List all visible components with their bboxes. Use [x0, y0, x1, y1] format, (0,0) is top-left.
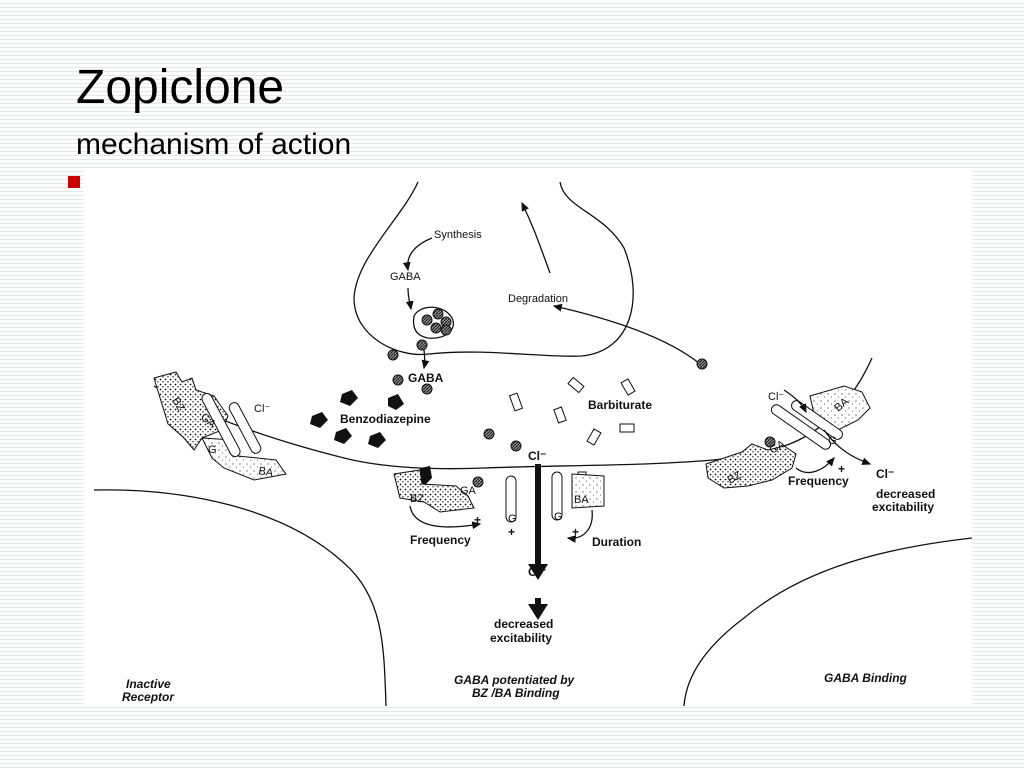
diagram-svg: Synthesis GABA Degradation GABA Benzodia… [93, 181, 972, 706]
slide-title: Zopiclone [76, 61, 285, 114]
slide-subtitle: mechanism of action [76, 128, 352, 161]
label-cleft-gaba: GABA [408, 371, 444, 385]
label-center-decreased: decreased [494, 617, 553, 631]
bullet-square-icon [68, 176, 80, 188]
label-center-bz: BZ [410, 493, 424, 505]
benzodiazepine-molecules [310, 390, 432, 486]
label-center-plus2: + [508, 525, 515, 539]
presynaptic-terminal [353, 181, 634, 357]
caption-potentiated-line1: GABA potentiated by [454, 673, 576, 687]
caption-potentiated-line2: BZ /BA Binding [472, 686, 560, 700]
label-right-excitability: excitability [872, 500, 934, 514]
label-left-ba: BA [257, 465, 274, 479]
label-right-cl-out: Cl⁻ [876, 467, 894, 481]
label-right-plus: + [838, 462, 845, 476]
label-degradation: Degradation [508, 293, 568, 305]
center-receptor [393, 464, 605, 620]
label-center-g1: G [508, 513, 517, 525]
caption-gaba-binding: GABA Binding [824, 671, 908, 685]
label-center-cl-top: Cl⁻ [528, 449, 546, 463]
label-center-ga: GA [460, 485, 477, 497]
gaba-molecules [387, 339, 776, 488]
left-cell-outline [93, 489, 387, 706]
vesicle-gaba-molecules [421, 308, 452, 336]
caption-inactive-line2: Receptor [122, 690, 175, 704]
label-center-ba: BA [574, 494, 589, 506]
label-right-g: G [828, 435, 837, 447]
reuptake-arrow [552, 303, 701, 365]
label-center-plus1: + [474, 513, 481, 527]
label-center-duration: Duration [592, 535, 641, 549]
label-center-frequency: Frequency [410, 533, 471, 547]
label-presynaptic-gaba: GABA [390, 271, 421, 283]
label-left-cl: Cl⁻ [254, 403, 270, 415]
degradation-arrow [521, 201, 551, 274]
label-benzodiazepine: Benzodiazepine [340, 412, 431, 426]
label-center-excitability: excitability [490, 631, 552, 645]
release-arrow [421, 349, 430, 370]
label-left-g: G [208, 444, 217, 456]
label-center-g2: G [554, 511, 563, 523]
label-right-decreased: decreased [876, 487, 935, 501]
barbiturate-molecules [508, 376, 636, 487]
label-center-plus3: + [572, 525, 579, 539]
left-receptor [153, 371, 287, 481]
label-synthesis: Synthesis [434, 229, 482, 241]
gaba-receptor-diagram: Synthesis GABA Degradation GABA Benzodia… [84, 168, 972, 706]
label-center-cl-bottom: Cl⁻ [528, 565, 546, 579]
label-right-frequency: Frequency [788, 474, 849, 488]
gaba-vesicle-arrow [405, 287, 414, 311]
postsynaptic-membrane [153, 357, 873, 470]
right-receptor [705, 385, 872, 489]
label-barbiturate: Barbiturate [588, 398, 652, 412]
label-right-cl-in: Cl⁻ [768, 391, 784, 403]
synthesis-arrow [402, 237, 433, 272]
caption-inactive-line1: Inactive [126, 677, 171, 691]
right-cell-outline [683, 537, 972, 706]
